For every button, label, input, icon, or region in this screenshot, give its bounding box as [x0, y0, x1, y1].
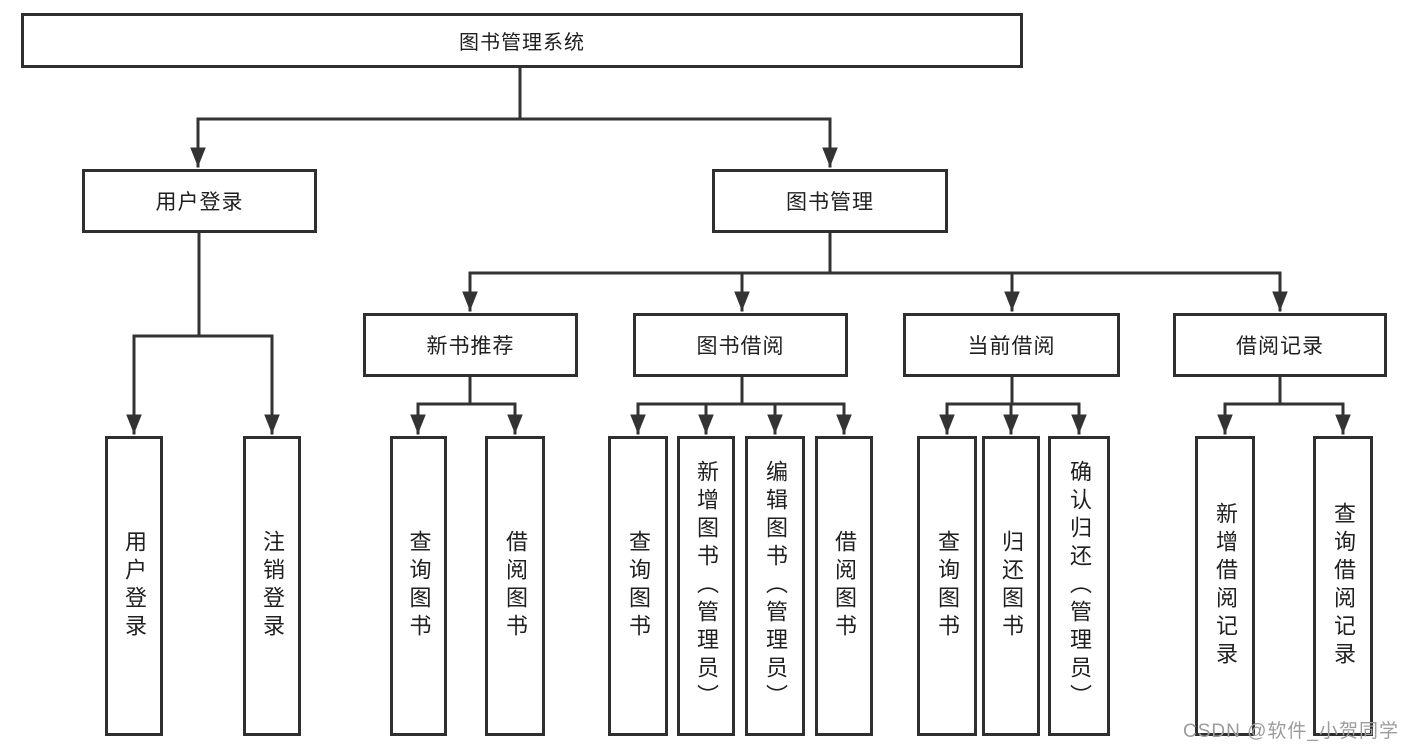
leaf-logout-label: 注销登录: [260, 530, 285, 642]
leaf-query-books-recommend: 查询图书: [390, 436, 447, 736]
leaf-borrow-books-recommend-label: 借阅图书: [503, 530, 528, 642]
node-borrowing-records-label: 借阅记录: [1236, 335, 1324, 358]
leaf-edit-book-admin-label: 编辑图书（管理员）: [763, 460, 788, 712]
leaf-add-borrow-record-label: 新增借阅记录: [1213, 502, 1238, 670]
leaf-query-books-current-label: 查询图书: [935, 530, 960, 642]
node-root-label: 图书管理系统: [459, 32, 585, 54]
node-book-borrowing-label: 图书借阅: [696, 335, 785, 358]
node-user-login-label: 用户登录: [155, 191, 244, 214]
node-user-login: 用户登录: [82, 169, 317, 233]
leaf-borrow-books-recommend: 借阅图书: [485, 436, 545, 736]
node-book-management: 图书管理: [712, 169, 948, 233]
leaf-query-books-borrowing-label: 查询图书: [626, 530, 651, 642]
node-root: 图书管理系统: [21, 13, 1023, 68]
leaf-query-books-borrowing: 查询图书: [608, 436, 668, 736]
node-current-borrowing: 当前借阅: [903, 313, 1120, 377]
node-book-borrowing: 图书借阅: [633, 313, 848, 377]
leaf-return-books-label: 归还图书: [999, 530, 1024, 642]
node-current-borrowing-label: 当前借阅: [967, 335, 1056, 358]
leaf-query-books-current: 查询图书: [917, 436, 977, 736]
leaf-add-borrow-record: 新增借阅记录: [1195, 436, 1255, 736]
leaf-confirm-return-admin-label: 确认归还（管理员）: [1067, 460, 1092, 712]
leaf-user-login-label: 用户登录: [122, 530, 147, 642]
leaf-confirm-return-admin: 确认归还（管理员）: [1048, 436, 1110, 736]
watermark: CSDN @软件_小贺同学: [1183, 721, 1399, 742]
leaf-return-books: 归还图书: [982, 436, 1040, 736]
leaf-add-book-admin: 新增图书（管理员）: [677, 436, 735, 736]
leaf-borrow-books-borrowing: 借阅图书: [815, 436, 873, 736]
leaf-borrow-books-borrowing-label: 借阅图书: [832, 530, 857, 642]
leaf-user-login: 用户登录: [105, 436, 163, 736]
node-new-book-recommendation-label: 新书推荐: [426, 335, 515, 358]
node-borrowing-records: 借阅记录: [1173, 313, 1387, 377]
node-new-book-recommendation: 新书推荐: [363, 313, 578, 377]
leaf-query-books-recommend-label: 查询图书: [406, 530, 432, 642]
leaf-add-book-admin-label: 新增图书（管理员）: [694, 460, 719, 712]
connectors: [126, 66, 1351, 435]
leaf-query-borrow-record-label: 查询借阅记录: [1331, 502, 1356, 670]
leaf-edit-book-admin: 编辑图书（管理员）: [745, 436, 805, 736]
node-book-management-label: 图书管理: [786, 191, 874, 214]
leaf-query-borrow-record: 查询借阅记录: [1313, 436, 1373, 736]
leaf-logout: 注销登录: [243, 436, 301, 736]
